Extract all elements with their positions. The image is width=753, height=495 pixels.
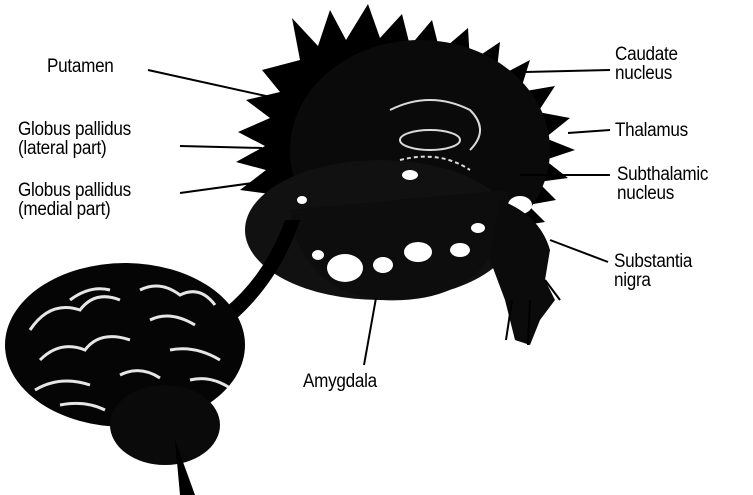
amygdala-leader [364,298,376,365]
label-globus-pallidus-medial: Globus pallidus (medial part) [18,181,131,219]
label-thalamus: Thalamus [615,121,688,140]
putamen-leader [148,70,275,98]
label-globus-pallidus-lateral: Globus pallidus (lateral part) [18,120,131,158]
label-putamen: Putamen [47,57,114,76]
thalamus-leader [568,130,610,133]
gp-lateral-leader [180,146,262,148]
caudate-leader [525,70,610,72]
label-amygdala: Amygdala [303,372,377,391]
substantia-leader [550,240,608,262]
substantia-nigra-shape [490,200,555,345]
whole-brain-image [5,263,245,495]
label-caudate-nucleus: Caudate nucleus [615,45,678,83]
label-subthalamic-nucleus: Subthalamic nucleus [617,165,708,203]
label-substantia-nigra: Substantia nigra [614,252,692,290]
